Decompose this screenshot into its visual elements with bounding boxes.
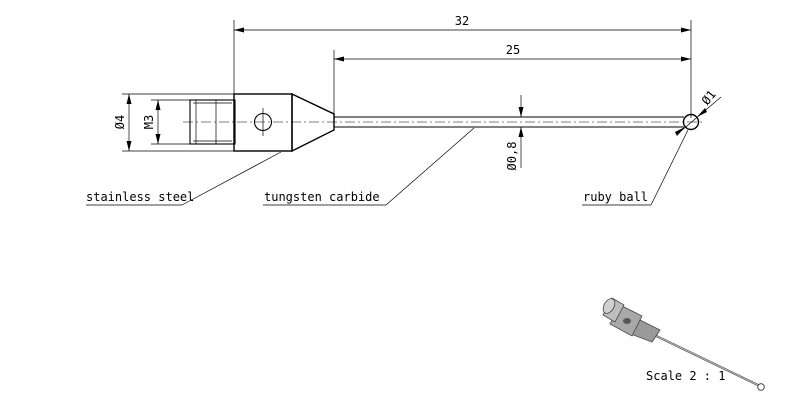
dim-shaft-length-label: 25 bbox=[506, 43, 520, 57]
tip-material-label: ruby ball bbox=[583, 190, 648, 204]
dim-ball-diameter: Ø1 bbox=[675, 88, 722, 136]
stylus-profile bbox=[183, 92, 702, 153]
dim-thread: M3 bbox=[142, 99, 190, 145]
dim-thread-label: M3 bbox=[142, 115, 156, 129]
scale-label: Scale 2 : 1 bbox=[646, 369, 725, 383]
body-material-label: stainless steel bbox=[86, 190, 194, 204]
label-shaft-material: tungsten carbide bbox=[263, 127, 475, 206]
isometric-preview bbox=[602, 297, 765, 391]
shaft-material-label: tungsten carbide bbox=[264, 190, 380, 204]
dim-shaft-length: 25 bbox=[333, 43, 691, 114]
label-body-material: stainless steel bbox=[86, 151, 282, 206]
dim-shaft-diameter: Ø0,8 bbox=[505, 95, 524, 170]
dim-overall-length: 32 bbox=[233, 14, 692, 118]
dim-body-diameter-label: Ø4 bbox=[113, 115, 127, 129]
dim-ball-diameter-label: Ø1 bbox=[699, 88, 719, 108]
taper-section bbox=[291, 92, 335, 153]
dim-shaft-diameter-label: Ø0,8 bbox=[505, 142, 519, 171]
dim-overall-length-label: 32 bbox=[455, 14, 469, 28]
dim-body-diameter: Ø4 bbox=[113, 93, 236, 152]
label-tip-material: ruby ball bbox=[582, 129, 689, 206]
